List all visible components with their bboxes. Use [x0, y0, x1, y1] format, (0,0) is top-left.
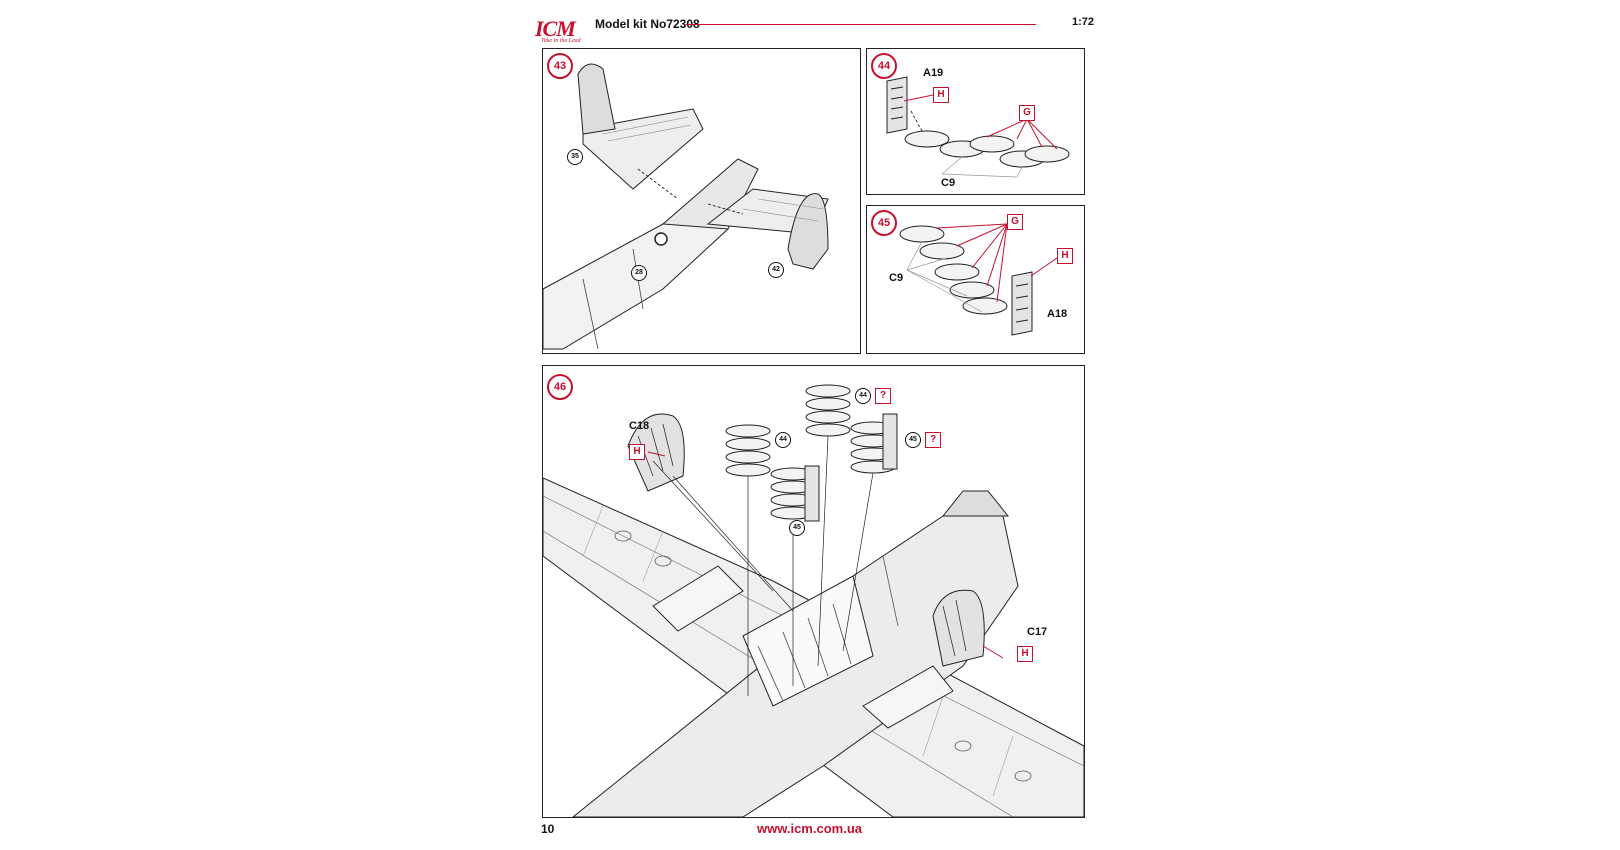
page-number: 10 [541, 822, 555, 836]
part-c18-label: C18 [629, 420, 650, 432]
step-46-panel: 46 C18 H C17 H 44 44 ? 45 ? 45 [542, 365, 1085, 818]
paint-code-h: H [933, 87, 949, 103]
step-44-panel: 44 A19 H G C9 [866, 48, 1085, 195]
ref-step-44-a: 44 [775, 432, 791, 448]
paint-code-g: G [1019, 105, 1035, 121]
ref-part-28: 28 [631, 265, 647, 281]
step-45-panel: 45 G H C9 A18 [866, 205, 1085, 354]
ref-step-44-b: 44 [855, 388, 871, 404]
website-link[interactable]: www.icm.com.ua [757, 821, 862, 836]
part-c9-label: C9 [889, 272, 904, 284]
step-43-panel: 43 35 28 42 [542, 48, 861, 354]
ref-step-45-b: 45 [789, 520, 805, 536]
step-46-number: 46 [547, 374, 573, 400]
part-a18-label: A18 [1047, 308, 1068, 320]
logo-text: ICM [535, 16, 576, 41]
step-45-number: 45 [871, 210, 897, 236]
step-43-number: 43 [547, 53, 573, 79]
scale-label: 1:72 [1072, 16, 1095, 28]
paint-code-h-left: H [629, 444, 645, 460]
paint-code-unknown-1: ? [875, 388, 891, 404]
ref-part-35: 35 [567, 149, 583, 165]
ref-step-45-a: 45 [905, 432, 921, 448]
paint-code-unknown-2: ? [925, 432, 941, 448]
fuselage-bomb-bay-drawing [543, 384, 1084, 817]
step-44-number: 44 [871, 53, 897, 79]
bomb-rack-a18-drawing [899, 223, 1058, 336]
paint-code-h-right: H [1017, 646, 1033, 662]
kit-number-label: Model kit No72308 [595, 17, 700, 31]
paint-code-g: G [1007, 214, 1023, 230]
header-divider [686, 24, 1036, 25]
part-a19-label: A19 [923, 67, 944, 79]
tail-assembly-drawing [543, 63, 829, 350]
ref-part-42: 42 [768, 262, 784, 278]
icm-logo: ICM Take in the Lead [535, 16, 587, 44]
bomb-rack-a19-drawing [886, 76, 1070, 178]
paint-code-h: H [1057, 248, 1073, 264]
logo-tagline: Take in the Lead [541, 38, 581, 44]
part-c17-label: C17 [1027, 626, 1048, 638]
part-c9-label: C9 [941, 177, 956, 189]
